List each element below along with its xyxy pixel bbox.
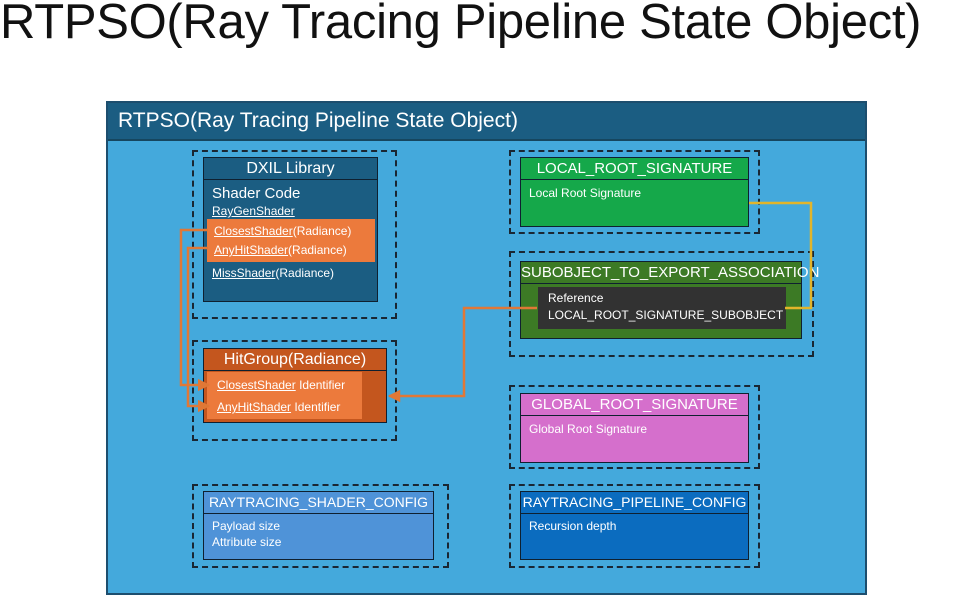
shader-config-title: RAYTRACING_SHADER_CONFIG <box>204 492 433 514</box>
global-root-signature-title: GLOBAL_ROOT_SIGNATURE <box>521 394 748 416</box>
anyhit-shader-arrow <box>186 246 211 413</box>
shader-code-label: Shader Code <box>212 185 301 202</box>
container-header: RTPSO(Ray Tracing Pipeline State Object) <box>108 103 865 141</box>
anyhit-shader-export: AnyHitShader(Radiance) <box>214 243 347 257</box>
shader-config-box: RAYTRACING_SHADER_CONFIG Payload size At… <box>203 491 434 560</box>
connector-layer <box>179 201 813 413</box>
association-group <box>509 251 814 357</box>
dxil-library-box: DXIL Library Shader Code RayGenShader Cl… <box>203 157 378 302</box>
hitgroup-title: HitGroup(Radiance) <box>204 349 386 371</box>
reference-box: Reference LOCAL_ROOT_SIGNATURE_SUBOBJECT <box>538 287 786 329</box>
local-root-signature-title: LOCAL_ROOT_SIGNATURE <box>521 158 748 180</box>
radiance-shaders-highlight: ClosestShader(Radiance) AnyHitShader(Rad… <box>207 219 375 262</box>
hitgroup-box: HitGroup(Radiance) ClosestShader Identif… <box>203 348 387 423</box>
closest-shader-identifier: ClosestShader Identifier <box>217 378 346 392</box>
local-root-to-reference-line <box>749 201 813 310</box>
pipeline-config-box: RAYTRACING_PIPELINE_CONFIG Recursion dep… <box>520 491 749 560</box>
attribute-size: Attribute size <box>212 535 282 549</box>
global-root-signature-group <box>509 385 760 469</box>
association-to-hitgroup-arrow <box>387 306 537 403</box>
anyhit-shader-identifier: AnyHitShader Identifier <box>217 400 341 414</box>
local-root-signature-body: Local Root Signature <box>529 186 642 200</box>
pipeline-config-title: RAYTRACING_PIPELINE_CONFIG <box>521 492 748 514</box>
rtpso-container: RTPSO(Ray Tracing Pipeline State Object)… <box>106 101 867 595</box>
global-root-signature-box: GLOBAL_ROOT_SIGNATURE Global Root Signat… <box>520 393 749 463</box>
association-box: SUBOBJECT_TO_EXPORT_ASSOCIATION Referenc… <box>520 261 819 339</box>
miss-shader-export: MissShader(Radiance) <box>212 266 335 280</box>
payload-size: Payload size <box>212 519 281 533</box>
closest-shader-export: ClosestShader(Radiance) <box>214 224 352 238</box>
hitgroup-identifiers: ClosestShader Identifier AnyHitShader Id… <box>207 372 362 419</box>
raygen-shader: RayGenShader <box>212 204 295 218</box>
closest-shader-arrow <box>179 228 211 392</box>
local-root-signature-box: LOCAL_ROOT_SIGNATURE Local Root Signatur… <box>520 157 749 227</box>
dxil-library-group <box>192 150 397 319</box>
page-title: RTPSO(Ray Tracing Pipeline State Object) <box>0 0 922 49</box>
recursion-depth: Recursion depth <box>529 519 617 533</box>
dxil-library-title: DXIL Library <box>204 158 377 180</box>
local-root-signature-group <box>509 150 760 234</box>
reference-label: Reference <box>548 291 604 305</box>
shader-config-group <box>192 484 449 568</box>
pipeline-config-group <box>509 484 760 568</box>
reference-target: LOCAL_ROOT_SIGNATURE_SUBOBJECT <box>548 308 784 322</box>
association-title: SUBOBJECT_TO_EXPORT_ASSOCIATION <box>521 262 819 284</box>
global-root-signature-body: Global Root Signature <box>529 422 648 436</box>
